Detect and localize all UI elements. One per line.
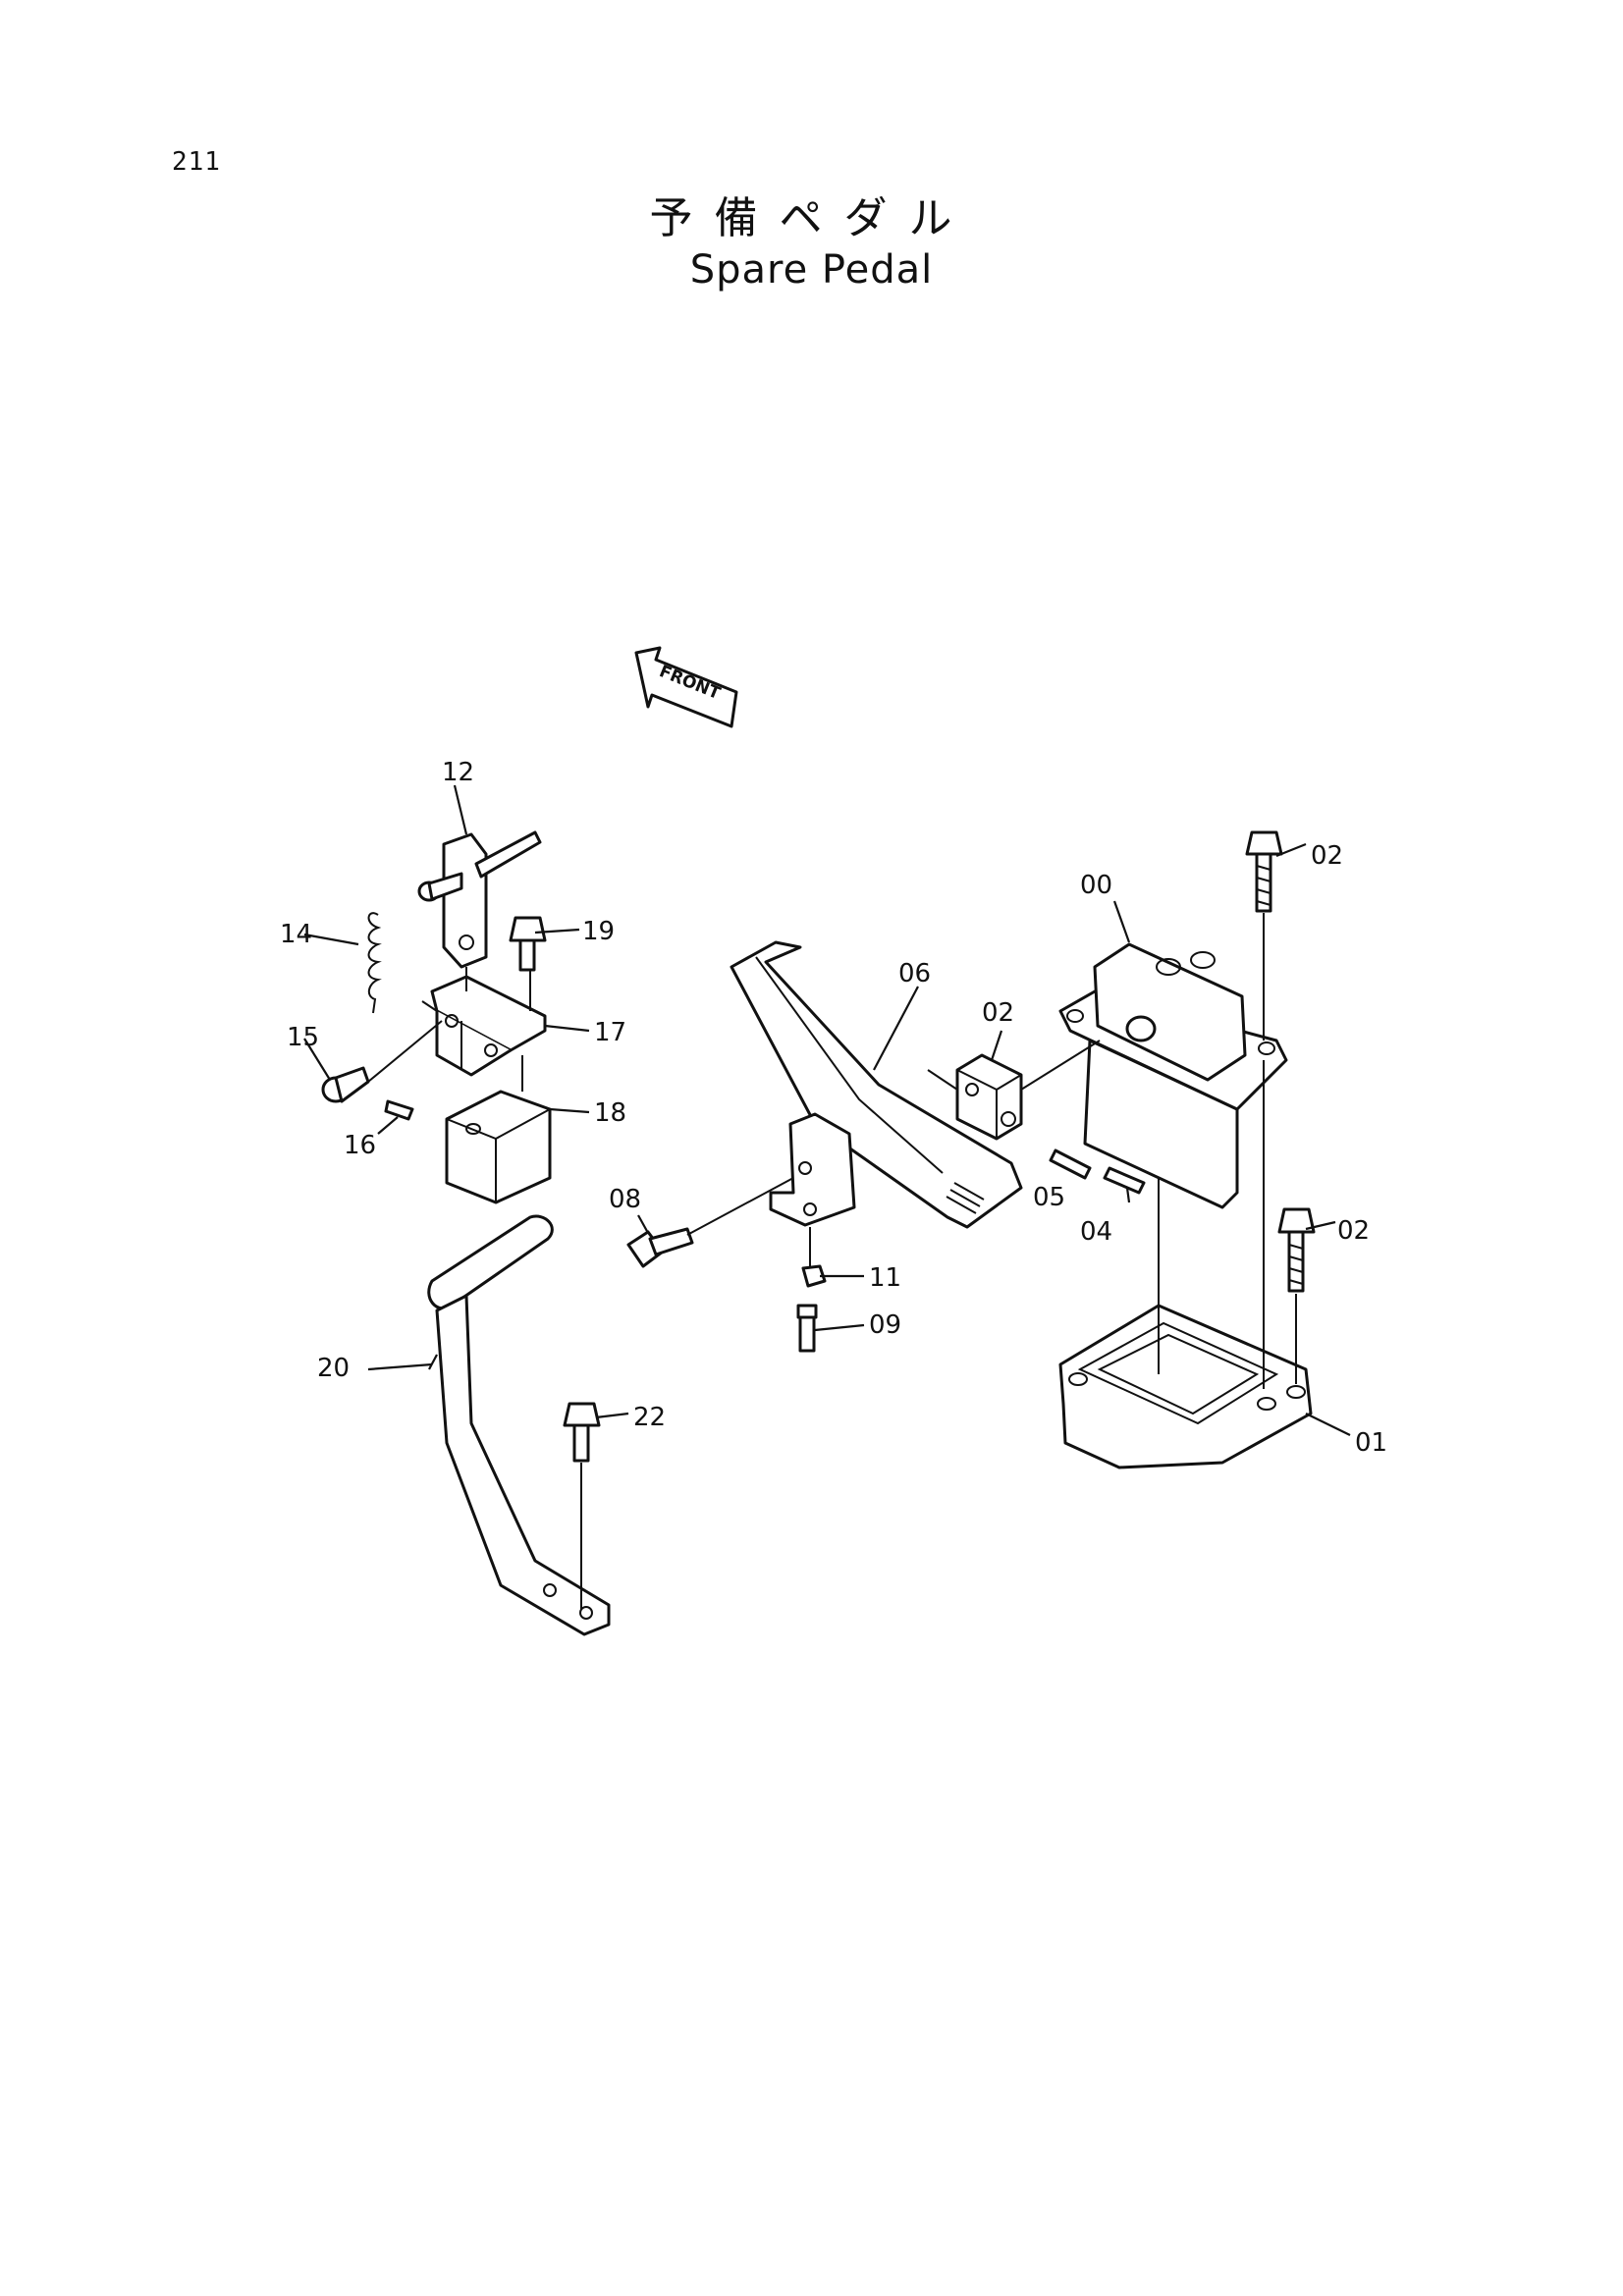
- part-18-bracket: [421, 975, 547, 1077]
- callout-22: 20: [317, 1354, 350, 1383]
- callout-06: 05: [1033, 1183, 1065, 1212]
- part-14-lever: [417, 830, 542, 969]
- part-08-pedal-arm: [730, 940, 1023, 1229]
- part-15-spring: [367, 912, 382, 1014]
- callout-02-lower: 02: [1337, 1216, 1370, 1246]
- callout-15: 14: [280, 920, 312, 949]
- callout-16: 15: [287, 1023, 319, 1052]
- callout-01: 01: [1355, 1428, 1387, 1458]
- callout-18: 17: [594, 1018, 626, 1047]
- part-19-rubber-block: [445, 1090, 552, 1204]
- callout-14: 12: [442, 758, 474, 787]
- callout-00: 00: [1080, 871, 1112, 900]
- part-16-clevis-pin: [321, 1066, 370, 1103]
- part-20-bolt: [509, 916, 547, 972]
- part-01-base-plate: [1058, 1304, 1313, 1469]
- callout-08: 06: [898, 959, 931, 988]
- callout-12: 11: [869, 1263, 901, 1293]
- part-02-bolt-upper: [1245, 830, 1283, 913]
- callout-20: 19: [582, 917, 615, 946]
- callout-02-upper: 02: [1311, 841, 1343, 871]
- leader-lines: [303, 784, 1351, 1610]
- callout-09: 08: [609, 1185, 641, 1214]
- callout-labels: 12 14 15 16 17 18 19 20 22 08 11 09 06 0…: [280, 758, 1387, 1458]
- part-22-spare-pedal: [427, 1214, 611, 1636]
- page-title-english: Spare Pedal: [689, 247, 934, 293]
- front-direction-arrow: FRONT: [634, 646, 738, 728]
- callout-05: 04: [1080, 1217, 1112, 1247]
- callout-11: 09: [869, 1310, 901, 1340]
- part-23-bolt: [563, 1402, 601, 1463]
- part-11-bolt: [796, 1304, 818, 1353]
- part-04-connector-block: [955, 1053, 1023, 1141]
- part-09-bolt: [626, 1227, 694, 1268]
- part-06-pin: [1049, 1148, 1092, 1180]
- part-02-bolt-lower: [1277, 1207, 1316, 1293]
- callout-19: 18: [594, 1098, 626, 1128]
- callout-04: 02: [982, 998, 1014, 1028]
- part-12-nut: [801, 1264, 827, 1288]
- part-05-pin: [1103, 1166, 1146, 1195]
- callout-17: 16: [344, 1131, 376, 1160]
- page-title-japanese: 予備ペダル: [649, 193, 974, 243]
- callout-23: 22: [633, 1403, 666, 1432]
- page-number: 211: [172, 147, 221, 177]
- part-17-cotter-pin: [384, 1099, 414, 1121]
- part-00-pedal-valve: [1058, 942, 1288, 1209]
